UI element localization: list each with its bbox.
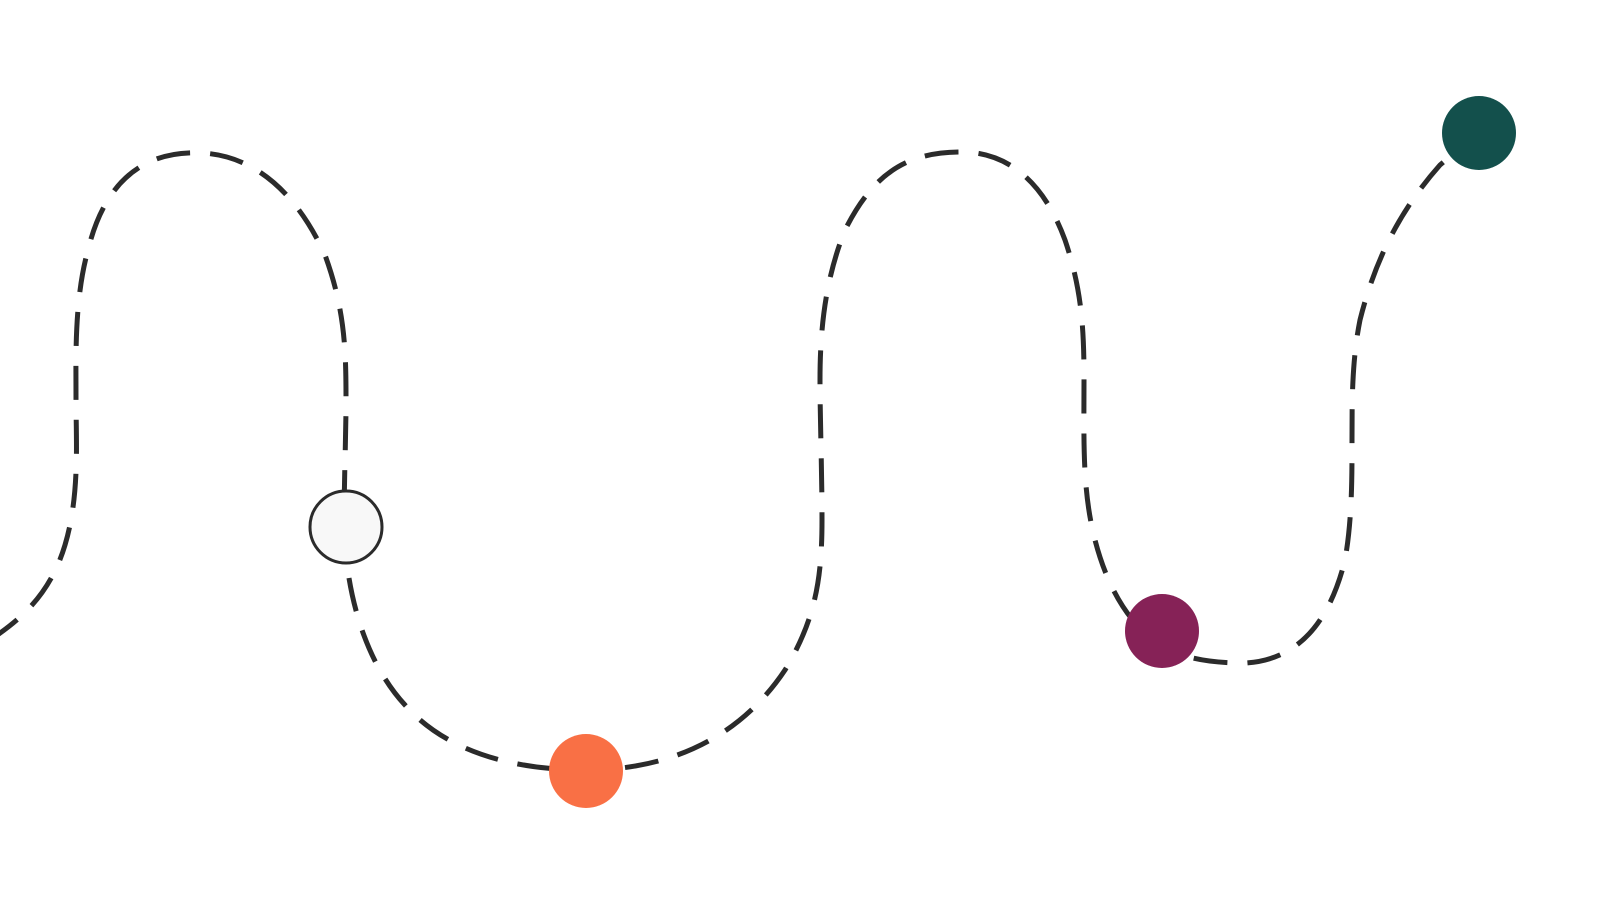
teal-marker[interactable] xyxy=(1442,96,1516,170)
orange-marker[interactable] xyxy=(549,734,623,808)
dashed-route-line xyxy=(0,130,1482,773)
plum-marker[interactable] xyxy=(1125,594,1199,668)
hollow-marker[interactable] xyxy=(308,489,384,565)
